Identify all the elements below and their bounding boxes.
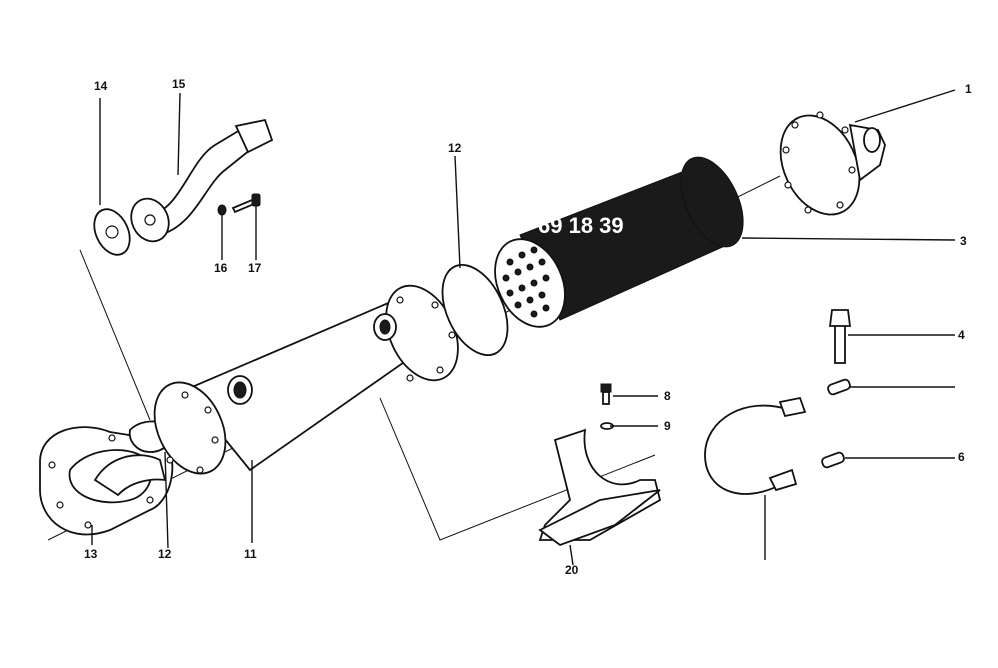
label-part-11: 11 (244, 547, 257, 561)
label-part-12-bottom: 12 (158, 547, 172, 561)
pin-part-5 (827, 378, 851, 396)
leader-lines (91, 89, 956, 566)
pipe-bend-part-15 (130, 118, 274, 243)
label-part-13: 13 (84, 547, 98, 561)
label-part-14: 14 (94, 79, 108, 93)
label-part-4: 4 (958, 328, 965, 342)
label-part-17: 17 (248, 261, 262, 275)
label-part-16: 16 (214, 261, 228, 275)
label-part-15: 15 (172, 77, 186, 91)
main-cylinder-part-11 (153, 284, 459, 475)
gasket-ring-part-12 (441, 264, 509, 356)
label-part-20: 20 (565, 563, 579, 577)
label-part-3: 3 (960, 234, 967, 248)
label-part-6: 6 (958, 450, 965, 464)
label-part-8: 8 (664, 389, 671, 403)
bolt-part-17 (231, 193, 261, 214)
clamp-band-part-7 (704, 396, 807, 495)
screw-part-8 (600, 383, 612, 405)
filter-perforations (502, 246, 550, 318)
long-bolt-part-4 (828, 309, 852, 364)
washer-part-16 (217, 204, 227, 216)
pin-part-6 (821, 451, 845, 469)
part-labels: 1 3 4 6 8 9 11 12 12 13 14 15 16 17 20 (84, 77, 972, 577)
support-bracket-part-20 (538, 428, 662, 547)
label-part-1: 1 (965, 82, 972, 96)
part-number-stamp: 69 18 39 (538, 213, 624, 238)
end-cap-part-1 (779, 111, 886, 216)
filter-cartridge-part-3: 69 18 39 (494, 156, 744, 328)
label-part-12-top: 12 (448, 141, 462, 155)
leader-line-pipe-to-cylinder (79, 249, 151, 421)
label-part-9: 9 (664, 419, 671, 433)
flange-gasket-part-14 (93, 208, 131, 256)
